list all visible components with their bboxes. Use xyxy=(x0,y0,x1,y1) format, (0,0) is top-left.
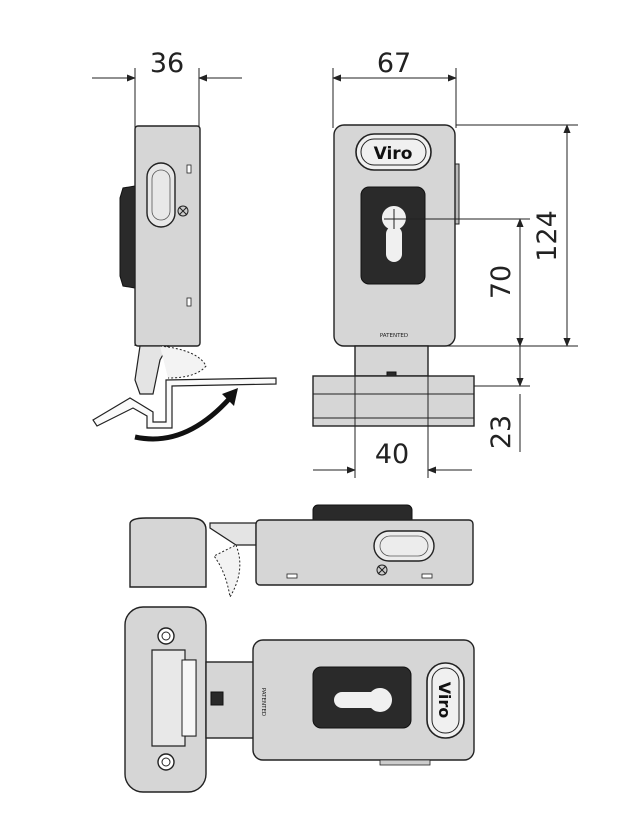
dim-40: 40 xyxy=(313,426,472,478)
side-view: 36 xyxy=(92,48,277,442)
top-mount-hole xyxy=(157,627,175,645)
front-logo-text: Viro xyxy=(374,144,413,164)
dim-70: 70 xyxy=(404,218,530,347)
middle-latch-ghost xyxy=(213,544,241,599)
side-latch xyxy=(134,345,170,395)
rotation-arrow xyxy=(134,396,232,442)
dim-124-label: 124 xyxy=(532,210,563,262)
middle-keeper xyxy=(129,517,207,588)
side-body xyxy=(134,125,201,347)
side-latch-ghost xyxy=(159,345,207,379)
dim-23: 23 xyxy=(474,346,530,452)
bottom-view: PATENTED Viro xyxy=(124,606,475,793)
bottom-pin xyxy=(210,691,224,706)
bottom-patented: PATENTED xyxy=(260,688,266,716)
front-neck xyxy=(354,345,429,377)
bottom-mount-hole xyxy=(157,753,175,771)
dim-67-label: 67 xyxy=(377,48,411,79)
dim-70-label: 70 xyxy=(486,265,517,299)
front-view: 67 Viro PATENTED 124 xyxy=(312,48,578,478)
dim-40-label: 40 xyxy=(375,439,409,470)
keyhole xyxy=(386,226,402,262)
middle-slot xyxy=(373,530,435,562)
bottom-keyhole xyxy=(334,692,382,708)
dim-36-label: 36 xyxy=(150,48,184,79)
side-keeper-profile xyxy=(92,377,277,429)
front-patented: PATENTED xyxy=(380,333,408,339)
bottom-logo-text: Viro xyxy=(435,682,454,718)
side-back-plate xyxy=(119,185,136,289)
dim-67: 67 xyxy=(332,48,457,128)
side-slot xyxy=(146,162,176,228)
middle-side-view xyxy=(129,504,474,599)
dim-23-label: 23 xyxy=(486,415,517,449)
front-logo-badge xyxy=(355,133,432,171)
dim-124: 124 xyxy=(428,124,578,347)
bottom-logo-badge xyxy=(426,662,465,739)
dim-36: 36 xyxy=(92,48,242,128)
